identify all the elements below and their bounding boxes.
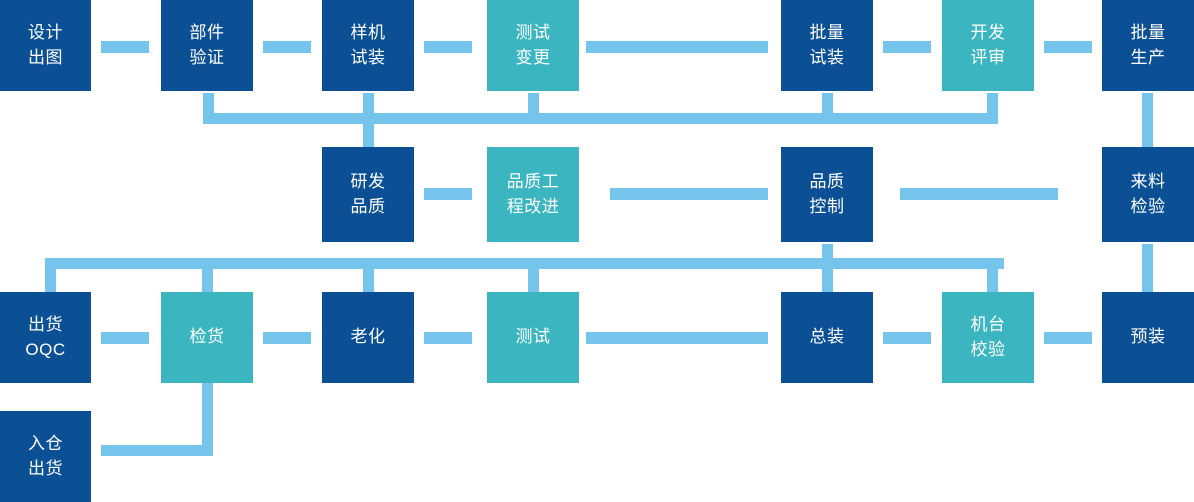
stem-down-final-assembly (822, 258, 833, 292)
stem-down-goods-inspection-to-elbow (202, 383, 213, 456)
elbow-to-warehouse-shipment (101, 445, 213, 456)
bus-row2-row3 (45, 258, 1004, 269)
node-shipment-oqc[interactable]: 出货 OQC (0, 292, 91, 383)
node-warehouse-shipment[interactable]: 入仓 出货 (0, 411, 91, 502)
connector-devreview-to-massproduction (1044, 41, 1092, 53)
node-quality-engineering[interactable]: 品质工 程改进 (487, 147, 579, 242)
node-prototype-assembly[interactable]: 样机 试装 (322, 0, 414, 91)
node-test[interactable]: 测试 (487, 292, 579, 383)
stem-down-burn-in (363, 258, 374, 292)
stem-down-goods-inspection (202, 258, 213, 292)
node-part-verification[interactable]: 部件 验证 (161, 0, 253, 91)
stem-up-part-verification (203, 93, 214, 119)
connector-part-to-prototype (263, 41, 311, 53)
node-label: 样机 试装 (350, 22, 386, 67)
node-development-review[interactable]: 开发 评审 (942, 0, 1034, 91)
node-label: 预装 (1130, 327, 1166, 347)
node-label: 品质 控制 (809, 171, 845, 216)
node-label: 批量 试装 (809, 22, 845, 67)
node-label: 老化 (350, 327, 386, 347)
node-final-assembly[interactable]: 总装 (781, 292, 873, 383)
node-batch-trial[interactable]: 批量 试装 (781, 0, 873, 91)
connector-goodsinspection-to-burnin (263, 332, 311, 344)
stem-up-test-change (528, 93, 539, 119)
node-label: 部件 验证 (189, 22, 225, 67)
stem-up-quality-control (822, 244, 833, 269)
node-label: 开发 评审 (970, 22, 1006, 67)
node-quality-control[interactable]: 品质 控制 (781, 147, 873, 242)
node-test-change[interactable]: 测试 变更 (487, 0, 579, 91)
stem-up-batch-trial (822, 93, 833, 119)
node-label: 出货 OQC (25, 314, 66, 359)
connector-prototype-to-testchange (424, 41, 472, 53)
node-label: 品质工 程改进 (506, 171, 560, 216)
node-rnd-quality[interactable]: 研发 品质 (322, 147, 414, 242)
connector-test-to-finalassembly (586, 332, 768, 344)
node-label: 来料 检验 (1130, 171, 1166, 216)
connector-rndquality-to-qualityeng (424, 188, 472, 200)
stem-down-rnd-quality (363, 113, 374, 147)
node-label: 批量 生产 (1130, 22, 1166, 67)
stem-down-shipment-oqc (45, 258, 56, 292)
connector-batchtrial-to-devreview (883, 41, 931, 53)
connector-oqc-to-goodsinspection (101, 332, 149, 344)
stem-down-machine-calibration (987, 258, 998, 292)
stem-massproduction-to-incoming (1142, 93, 1153, 147)
node-incoming-inspection[interactable]: 来料 检验 (1102, 147, 1194, 242)
node-machine-calibration[interactable]: 机台 校验 (942, 292, 1034, 383)
node-pre-assembly[interactable]: 预装 (1102, 292, 1194, 383)
bus-row1-row2 (203, 113, 998, 124)
connector-burnin-to-test (424, 332, 472, 344)
connector-design-to-part (101, 41, 149, 53)
node-label: 设计 出图 (28, 22, 63, 67)
connector-qualitycontrol-to-incoming (900, 188, 1058, 200)
connector-testchange-to-batchtrial (586, 41, 768, 53)
node-goods-inspection[interactable]: 检货 (161, 292, 253, 383)
node-label: 检货 (189, 327, 225, 347)
node-label: 研发 品质 (350, 171, 386, 216)
node-label: 入仓 出货 (28, 433, 63, 478)
node-label: 测试 变更 (515, 22, 551, 67)
connector-finalassembly-to-calibration (883, 332, 931, 344)
node-label: 测试 (515, 327, 551, 347)
connector-calibration-to-preassembly (1044, 332, 1092, 344)
stem-up-prototype-assembly (363, 93, 374, 119)
stem-down-test (528, 258, 539, 292)
node-design-drawing[interactable]: 设计 出图 (0, 0, 91, 91)
node-burn-in[interactable]: 老化 (322, 292, 414, 383)
connector-qualityeng-to-qualitycontrol (610, 188, 768, 200)
node-mass-production[interactable]: 批量 生产 (1102, 0, 1194, 91)
stem-incoming-to-preassembly (1142, 244, 1153, 292)
node-label: 机台 校验 (970, 314, 1006, 359)
node-label: 总装 (809, 327, 845, 347)
stem-up-development-review (987, 93, 998, 119)
